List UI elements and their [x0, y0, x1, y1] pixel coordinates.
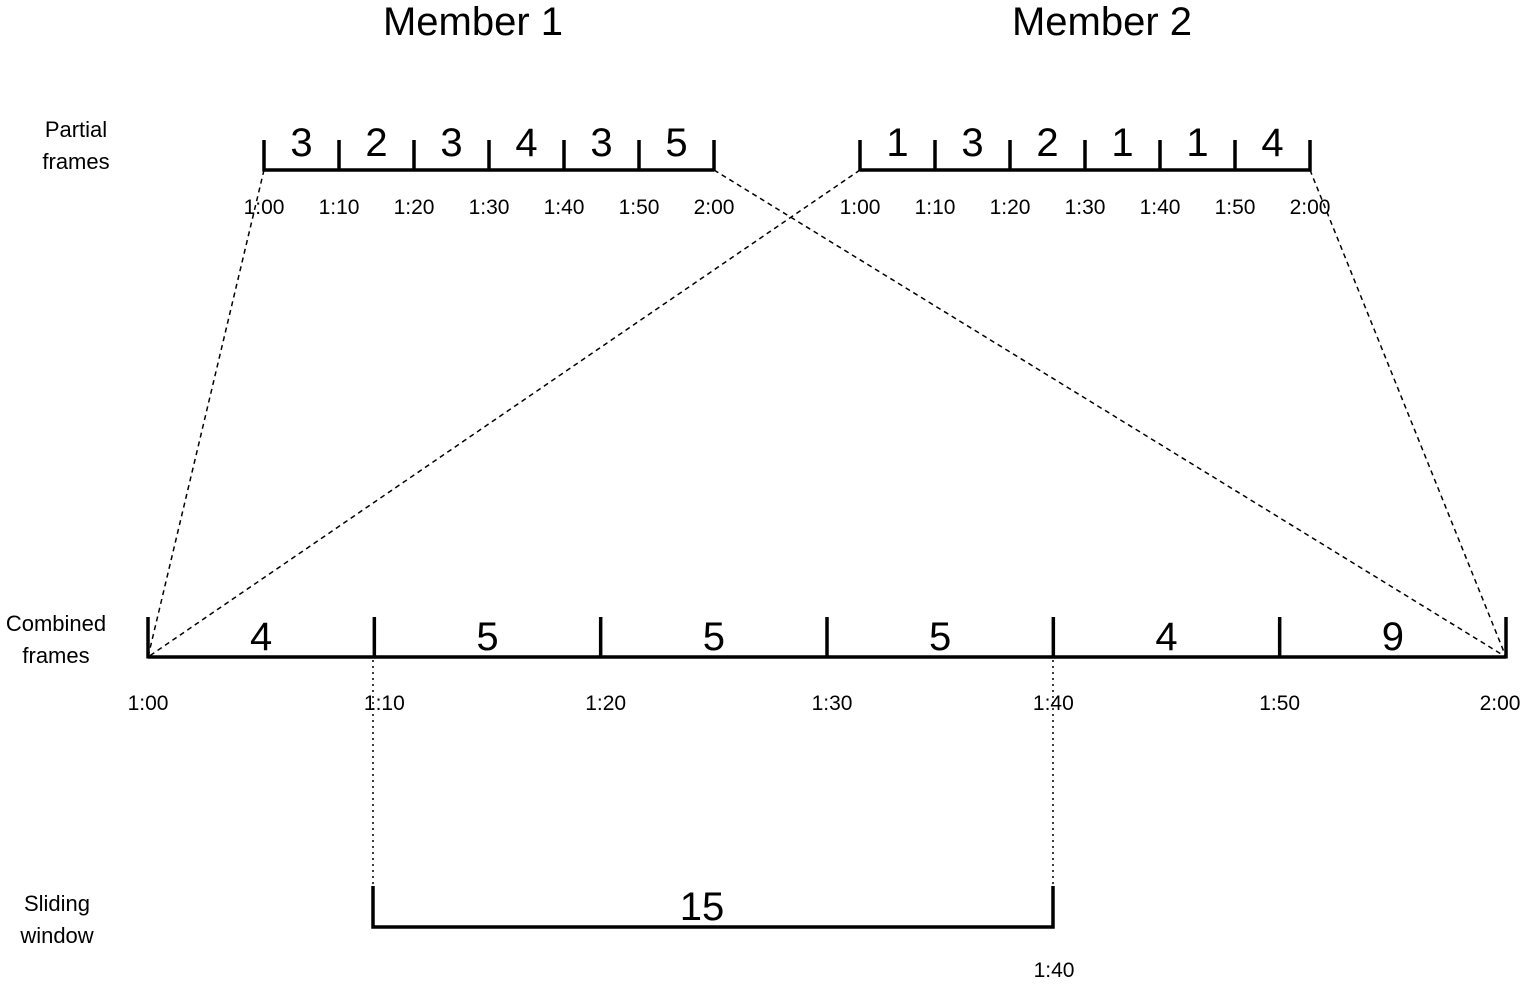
- sliding-window-label: Sliding window: [19, 891, 93, 948]
- combined-frame-value: 5: [929, 615, 951, 659]
- svg-text:Combined: Combined: [6, 611, 106, 636]
- partial-frames-label: Partial frames: [42, 117, 109, 174]
- svg-text:window: window: [19, 923, 93, 948]
- combined-tick-label: 1:00: [128, 692, 169, 715]
- member-2-end-projection: [1309, 169, 1507, 658]
- member-2-frame-value: 2: [1036, 121, 1058, 165]
- member-1-tick-label: 1:50: [619, 196, 660, 219]
- member-1-frame-value: 2: [365, 121, 387, 165]
- combined-tick-label: 1:50: [1259, 692, 1300, 715]
- svg-text:frames: frames: [42, 149, 109, 174]
- member-1-tick-label: 1:20: [394, 196, 435, 219]
- member-2-frame-value: 1: [1111, 121, 1133, 165]
- combined-tick-label: 2:00: [1480, 692, 1521, 715]
- member-2-tick-label: 1:10: [915, 196, 956, 219]
- member-1-tick-label: 1:40: [544, 196, 585, 219]
- combined-tick-label: 1:30: [812, 692, 853, 715]
- member-1-title: Member 1: [383, 0, 563, 44]
- member-2-tick-label: 2:00: [1290, 196, 1331, 219]
- member-2-tick-label: 1:30: [1065, 196, 1106, 219]
- member-1-tick-label: 1:00: [244, 196, 285, 219]
- member-1-frame-value: 3: [440, 121, 462, 165]
- member-2-frame-value: 1: [886, 121, 908, 165]
- member-1-tick-label: 1:30: [469, 196, 510, 219]
- member-1-timeline: 1:00 1:10 1:20 1:30 1:40 1:50 2:00 3 2 3 4 3 5: [244, 121, 735, 219]
- sliding-window-bracket: [371, 886, 1055, 929]
- combined-frame-value: 9: [1382, 615, 1404, 659]
- sliding-window-guides: [372, 660, 1054, 892]
- member-1-frame-value: 4: [515, 121, 537, 165]
- sliding-window: 15 1:40: [371, 885, 1075, 982]
- member-1-tick-label: 2:00: [694, 196, 735, 219]
- combined-frames-label: Combined frames: [6, 611, 106, 668]
- member-1-start-projection: [147, 169, 265, 658]
- combined-frame-value: 4: [1155, 615, 1177, 659]
- member-1-tick-label: 1:10: [319, 196, 360, 219]
- combined-frame-value: 5: [703, 615, 725, 659]
- member-1-frame-value: 5: [665, 121, 687, 165]
- member-1-frame-value: 3: [290, 121, 312, 165]
- combined-tick-label: 1:10: [364, 692, 405, 715]
- combined-frame-value: 4: [250, 615, 272, 659]
- member-2-tick-label: 1:20: [990, 196, 1031, 219]
- member-2-frame-value: 3: [961, 121, 983, 165]
- sliding-window-end-label: 1:40: [1034, 959, 1075, 982]
- member-1-frame-value: 3: [590, 121, 612, 165]
- member-2-tick-label: 1:40: [1140, 196, 1181, 219]
- projection-lines: [147, 169, 1507, 658]
- sliding-window-value: 15: [680, 885, 725, 929]
- svg-text:frames: frames: [22, 643, 89, 668]
- member-2-timeline: 1:00 1:10 1:20 1:30 1:40 1:50 2:00 1 3 2 1 1 4: [840, 121, 1331, 219]
- member-1-end-projection: [713, 169, 1507, 658]
- member-2-frame-value: 4: [1261, 121, 1283, 165]
- member-2-tick-label: 1:00: [840, 196, 881, 219]
- combined-frame-value: 5: [476, 615, 498, 659]
- member-2-frame-value: 1: [1186, 121, 1208, 165]
- svg-text:Sliding: Sliding: [24, 891, 90, 916]
- combined-tick-label: 1:20: [585, 692, 626, 715]
- member-2-start-projection: [147, 169, 861, 658]
- svg-text:Partial: Partial: [45, 117, 107, 142]
- member-2-tick-label: 1:50: [1215, 196, 1256, 219]
- member-2-title: Member 2: [1012, 0, 1192, 44]
